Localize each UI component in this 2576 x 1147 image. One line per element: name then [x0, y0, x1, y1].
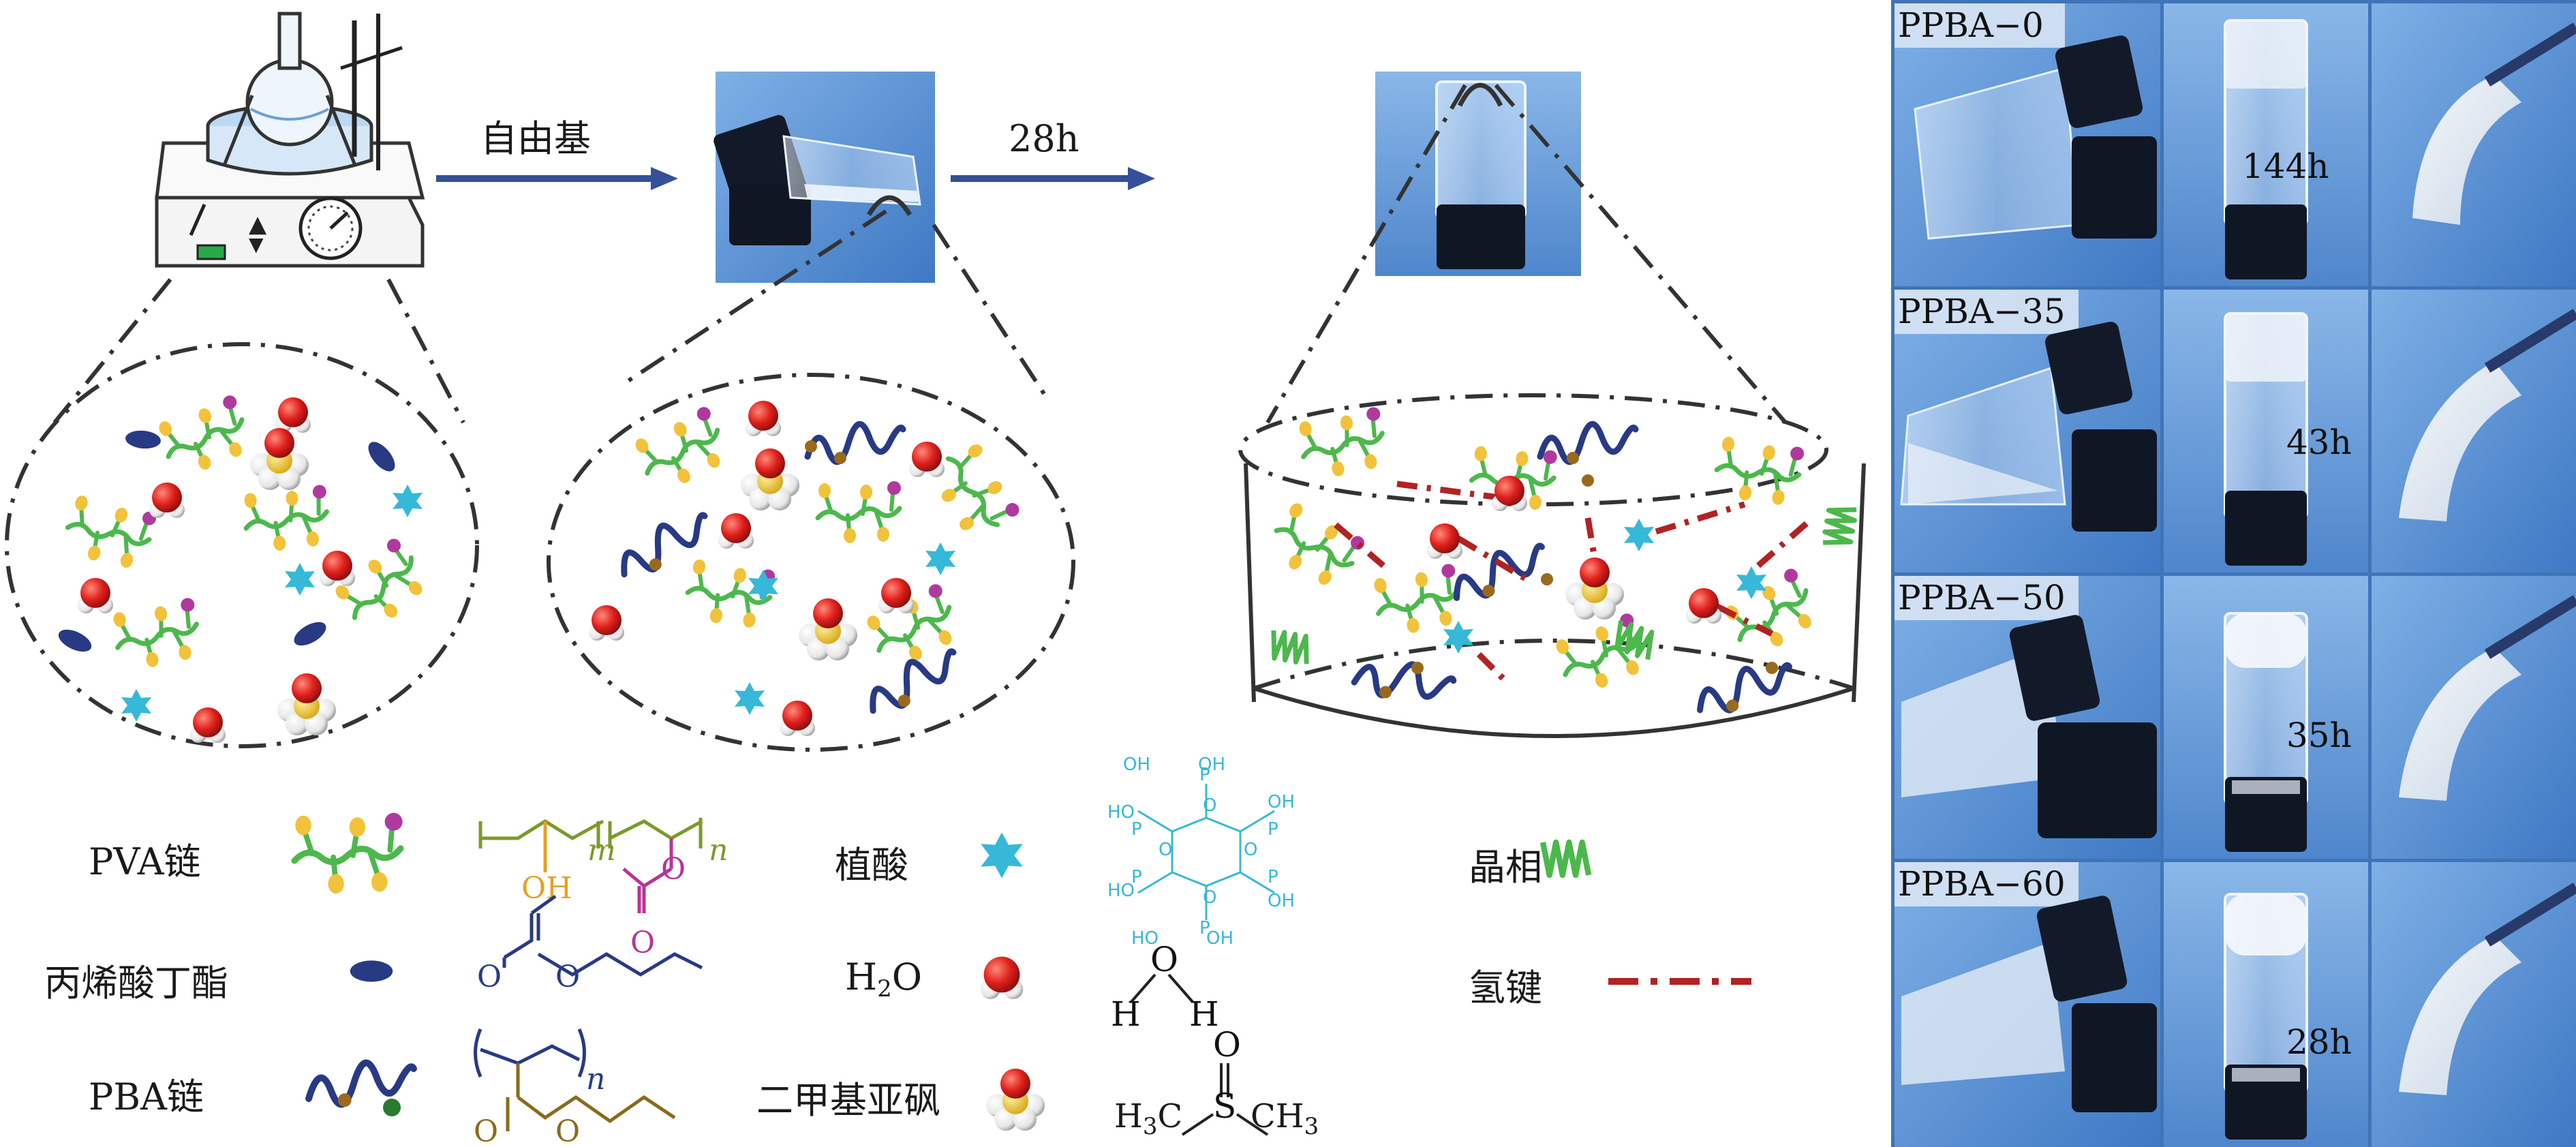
phytic-p-1: P [1199, 765, 1210, 785]
pva-formula-o2: O [630, 926, 655, 960]
phytic-o-2: O [1159, 840, 1172, 860]
schematic-initial-mixture [7, 344, 477, 746]
stirrer-hotplate-icon: ▲ ▼ [157, 14, 423, 266]
pba-formula-o2: O [555, 1114, 580, 1147]
legend-label-hydrogen-bond: 氢键 [1469, 958, 1542, 1011]
sample-name-3: PPBA−50 [1898, 578, 2066, 617]
dmso-formula-o: O [1213, 1025, 1241, 1065]
arrow2-label: 28h [1009, 117, 1079, 160]
water-formula-o: O [1150, 940, 1178, 979]
pva-formula-n: n [709, 833, 728, 868]
ba-formula-o2: O [555, 960, 580, 994]
legend-label-butyl-acrylate: 丙烯酸丁酯 [44, 953, 228, 1007]
arrow1-label: 自由基 [480, 117, 591, 160]
phytic-oh-1: OH [1123, 754, 1150, 775]
phytic-p-6: P [1199, 918, 1210, 938]
legend-dmso-icon [986, 1069, 1045, 1131]
legend-label-pba-chain: PBA链 [89, 1067, 204, 1120]
schematic-hydrogel-network [1240, 395, 1864, 736]
legend-label-phytic-acid: 植酸 [835, 835, 908, 889]
process-arrow-2 [951, 167, 1155, 190]
legend-pba-chain-icon [309, 1062, 414, 1116]
sample-name-2: PPBA−35 [1898, 292, 2066, 331]
phytic-ho-1: HO [1107, 802, 1135, 823]
svg-text:▼: ▼ [249, 233, 264, 256]
sample-time-2: 43h [2286, 423, 2352, 462]
pba-formula-n: n [586, 1062, 605, 1097]
legend-label-crystal-phase: 晶相 [1469, 837, 1542, 891]
phytic-p-5: P [1268, 867, 1278, 887]
phytic-o-3: O [1244, 840, 1257, 860]
butyl-acrylate-formula [504, 896, 702, 975]
sample-name-1: PPBA−0 [1898, 5, 2044, 45]
phytic-p-2: P [1131, 819, 1142, 840]
legend-water-icon [981, 957, 1023, 999]
sample-time-3: 35h [2286, 716, 2352, 755]
phytic-p-4: P [1131, 867, 1142, 887]
water-formula-h1: H [1111, 994, 1141, 1034]
pba-formula-o1: O [474, 1114, 498, 1147]
phytic-oh-5: OH [1206, 928, 1233, 949]
phytic-o-4: O [1203, 887, 1216, 908]
phytic-p-3: P [1268, 819, 1278, 840]
pva-formula-m: m [587, 833, 616, 868]
schematic-polymerization [549, 375, 1073, 750]
photo-grid [1891, 0, 2576, 1147]
sample-time-1: 144h [2242, 147, 2329, 186]
phytic-oh-4: OH [1268, 891, 1295, 911]
legend-crystal-phase-icon [1543, 842, 1589, 875]
legend-phytic-acid-icon [981, 832, 1023, 878]
sample-name-4: PPBA−60 [1898, 864, 2066, 904]
phytic-o-1: O [1203, 795, 1216, 816]
ba-formula-o1: O [477, 960, 502, 994]
pva-formula-o1: O [661, 852, 686, 887]
dmso-formula-right: CH3 [1251, 1097, 1319, 1140]
phytic-oh-3: OH [1268, 792, 1295, 812]
legend-label-pva-chain: PVA链 [89, 831, 201, 885]
dmso-formula-left: H3C [1114, 1097, 1182, 1140]
legend-pva-chain-icon [294, 813, 403, 893]
process-arrow-1 [436, 167, 678, 190]
photo-upright-vial [1375, 72, 1581, 276]
legend-label-water: H2O [845, 955, 922, 1003]
legend-label-dmso: 二甲基亚砜 [756, 1070, 940, 1124]
dmso-formula-s: S [1213, 1086, 1236, 1126]
sample-time-4: 28h [2286, 1022, 2352, 1062]
legend-butyl-acrylate-icon [350, 960, 393, 981]
phytic-ho-2: HO [1107, 881, 1135, 901]
